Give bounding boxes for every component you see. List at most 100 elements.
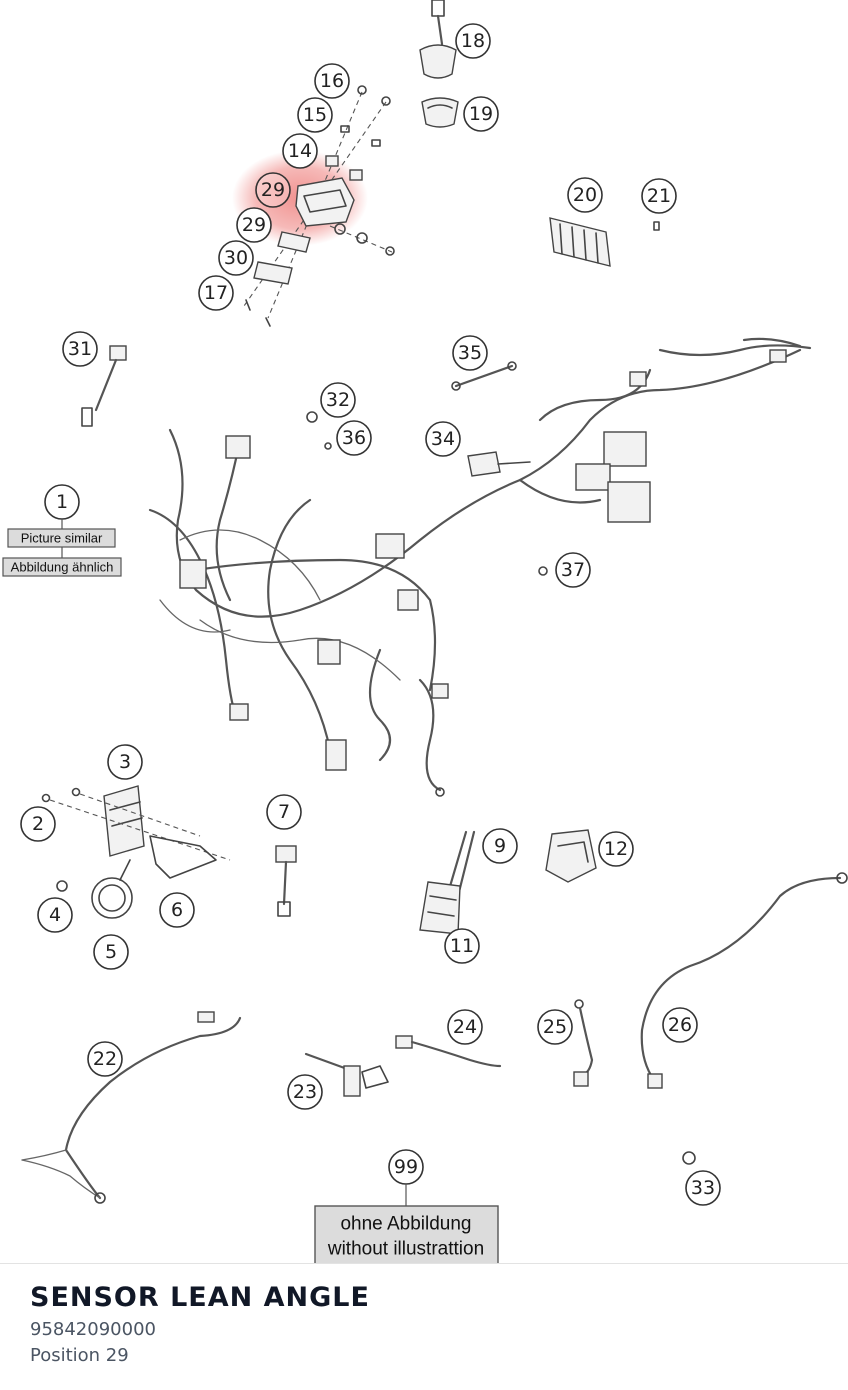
callout-label: 5 [105,941,117,963]
cover-12[interactable] [545,829,597,883]
relay-holder-11[interactable] [419,881,461,935]
callout-11[interactable]: 11 [444,928,480,964]
bracket-6[interactable] [149,835,217,879]
callout-99[interactable]: 99 [388,1149,424,1185]
cable-35[interactable] [451,361,517,391]
callout-label: 15 [303,104,327,126]
clip-19[interactable] [421,97,459,128]
cable-25[interactable] [573,999,594,1087]
callout-label: 16 [320,70,344,92]
callout-label: 29 [242,214,266,236]
callout-18[interactable]: 18 [455,23,491,59]
callout-label: 14 [288,140,312,162]
callout-5[interactable]: 5 [93,934,129,970]
picture-similar-de: Abbildung ähnlich [11,560,114,575]
picture-similar-en: Picture similar [21,531,103,546]
callout-7[interactable]: 7 [266,794,302,830]
nut-4[interactable] [56,880,68,892]
horn-5[interactable] [91,859,133,919]
sensor-31[interactable] [81,345,127,427]
callout-label: 26 [668,1014,692,1036]
grommet-37[interactable] [538,566,548,576]
control-unit-3[interactable] [103,785,145,857]
callout-15[interactable]: 15 [297,97,333,133]
no-illustration-en: without illustrattion [327,1239,484,1260]
cable-23[interactable] [304,1052,389,1097]
callout-32[interactable]: 32 [320,382,356,418]
connector-7[interactable] [275,845,297,917]
callout-22[interactable]: 22 [87,1041,123,1077]
callout-label: 18 [461,30,485,52]
fuse-box-20[interactable] [549,217,611,267]
main-wiring-harness[interactable] [148,337,812,797]
callout-33[interactable]: 33 [685,1170,721,1206]
callout-14[interactable]: 14 [282,133,318,169]
no-illustration-de: ohne Abbildung [340,1214,471,1235]
cable-26[interactable] [640,872,848,1089]
cable-22[interactable] [21,1011,242,1204]
callout-6[interactable]: 6 [159,892,195,928]
callout-label: 31 [68,338,92,360]
callout-2[interactable]: 2 [20,806,56,842]
bracket-34[interactable] [467,451,531,477]
callout-1[interactable]: 1 [44,484,80,520]
connector-18[interactable] [419,0,457,79]
screws-2[interactable] [41,787,231,861]
callout-29-selected[interactable]: 29 [255,172,291,208]
callout-label: 6 [171,899,183,921]
part-name: SENSOR LEAN ANGLE [30,1282,370,1313]
callout-3[interactable]: 3 [107,744,143,780]
callout-21[interactable]: 21 [641,178,677,214]
callout-label: 21 [647,185,671,207]
no-illustration-note: ohne Abbildung without illustrattion [314,1184,499,1265]
part-position: Position 29 [30,1345,129,1366]
sensor-bracket-assembly[interactable] [243,85,395,327]
grommet-33[interactable] [682,1151,696,1165]
callout-label: 33 [691,1177,715,1199]
callout-31[interactable]: 31 [62,331,98,367]
callout-label: 17 [204,282,228,304]
callout-label: 3 [119,751,131,773]
callout-label: 24 [453,1016,477,1038]
callout-24[interactable]: 24 [447,1009,483,1045]
callout-17[interactable]: 17 [198,275,234,311]
callout-36[interactable]: 36 [336,420,372,456]
callout-12[interactable]: 12 [598,831,634,867]
callout-29[interactable]: 29 [236,207,272,243]
callout-label: 29 [261,179,285,201]
callout-30[interactable]: 30 [218,240,254,276]
callout-label: 20 [573,184,597,206]
callout-4[interactable]: 4 [37,897,73,933]
callout-25[interactable]: 25 [537,1009,573,1045]
callout-label: 36 [342,427,366,449]
part-number: 95842090000 [30,1319,156,1340]
callout-label: 9 [494,835,506,857]
callout-label: 11 [450,935,474,957]
callout-label: 22 [93,1048,117,1070]
callout-label: 34 [431,428,455,450]
callout-16[interactable]: 16 [314,63,350,99]
callout-label: 30 [224,247,248,269]
callout-23[interactable]: 23 [287,1074,323,1110]
nut-32[interactable] [306,411,318,423]
callout-37[interactable]: 37 [555,552,591,588]
fuse-21[interactable] [653,221,660,231]
callout-label: 2 [32,813,44,835]
callout-label: 25 [543,1016,567,1038]
parts-diagram: 16 15 14 29 29 30 17 18 19 20 21 31 35 3… [2,0,848,1265]
callout-label: 99 [394,1156,418,1178]
callout-label: 37 [561,559,585,581]
callout-26[interactable]: 26 [662,1007,698,1043]
callout-label: 23 [293,1081,317,1103]
callout-label: 35 [458,342,482,364]
callout-19[interactable]: 19 [463,96,499,132]
callout-35[interactable]: 35 [452,335,488,371]
washer-36[interactable] [324,442,332,450]
callout-9[interactable]: 9 [482,828,518,864]
callout-label: 7 [278,801,290,823]
callout-34[interactable]: 34 [425,421,461,457]
callout-20[interactable]: 20 [567,177,603,213]
cable-24[interactable] [395,1035,502,1068]
callout-label: 19 [469,103,493,125]
callout-label: 12 [604,838,628,860]
